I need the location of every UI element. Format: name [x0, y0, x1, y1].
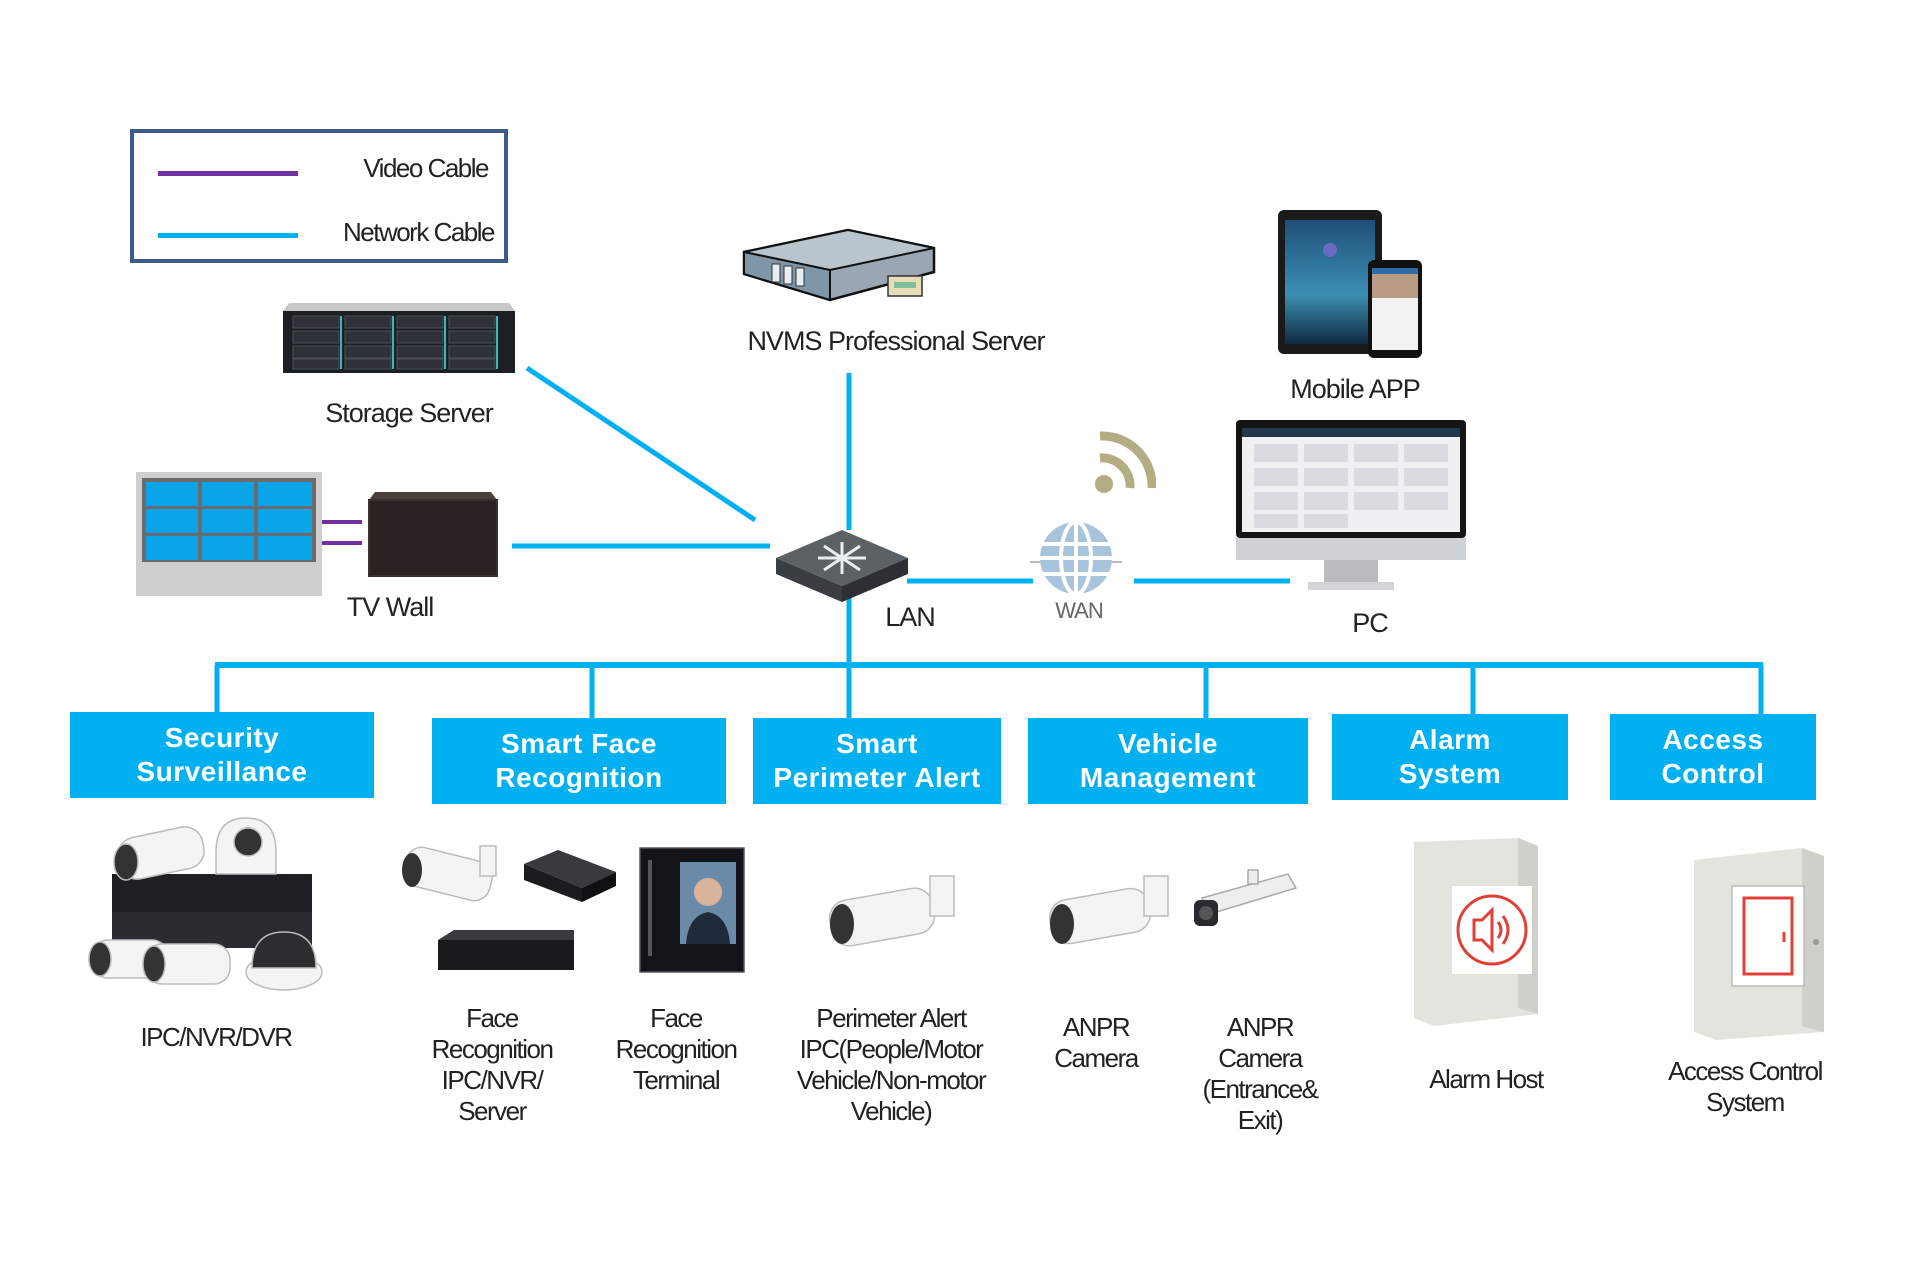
category-title-line2: Management: [1079, 762, 1257, 793]
category-alarm-system: Alarm System: [1332, 714, 1568, 800]
legend: Video Cable Network Cable: [130, 129, 508, 263]
legend-video-label: Video Cable: [363, 153, 489, 183]
face-recognition-terminal-icon: [638, 846, 746, 974]
category-vehicle-management: Vehicle Management: [1028, 718, 1308, 804]
video-cable-swatch: [158, 171, 298, 176]
category-title-line1: Alarm: [1409, 724, 1491, 755]
wan-label: WAN: [1055, 598, 1104, 623]
category-access-control: Access Control: [1610, 714, 1816, 800]
device-label-anpr-entrance-exit: ANPR Camera (Entrance& Exit): [1202, 1012, 1319, 1135]
category-title-line2: Recognition: [495, 762, 663, 793]
category-title-line2: Surveillance: [136, 756, 308, 787]
legend-network-label: Network Cable: [342, 217, 496, 247]
network-cable-swatch: [158, 233, 298, 238]
device-label-access-control-system: Access Control System: [1668, 1056, 1823, 1117]
mobile-app-icon: [1276, 208, 1426, 360]
lan-label: LAN: [885, 602, 936, 632]
category-title-line2: Control: [1661, 758, 1765, 789]
face-recognition-ipc-nvr-server-icon: [398, 840, 624, 970]
nvms-server-label: NVMS Professional Server: [747, 326, 1045, 356]
ipc-nvr-dvr-icon: [86, 812, 326, 998]
category-title-line1: Vehicle: [1117, 728, 1218, 759]
category-title-line1: Access: [1662, 724, 1764, 755]
device-label-alarm-host: Alarm Host: [1429, 1064, 1544, 1094]
mobile-app-label: Mobile APP: [1290, 374, 1421, 404]
perimeter-alert-ipc-icon: [824, 872, 960, 962]
wan-globe-icon: [1030, 518, 1122, 598]
category-smart-perimeter-alert: Smart Perimeter Alert: [753, 718, 1001, 804]
category-security-surveillance: Security Surveillance: [70, 712, 374, 798]
device-label-ipc-nvr-dvr: IPC/NVR/DVR: [140, 1022, 293, 1052]
device-label-face-recognition-ipc: Face Recognition IPC/NVR/ Server: [431, 1003, 554, 1126]
access-control-system-icon: [1690, 846, 1828, 1042]
device-label-perimeter-alert-ipc: Perimeter Alert IPC(People/Motor Vehicle…: [796, 1003, 987, 1126]
pc-label: PC: [1352, 608, 1389, 638]
video-decoder-icon: [365, 490, 501, 578]
storage-server-icon: [279, 297, 519, 377]
tv-wall-label: TV Wall: [346, 592, 435, 622]
nvms-server-icon: [738, 228, 938, 312]
device-label-anpr-camera: ANPR Camera: [1054, 1012, 1139, 1073]
device-label-face-recognition-terminal: Face Recognition Terminal: [615, 1003, 738, 1095]
category-title-line1: Security: [164, 722, 280, 753]
category-title-line2: Perimeter Alert: [773, 762, 981, 793]
pc-monitor-icon: [1234, 418, 1468, 596]
alarm-host-icon: [1410, 836, 1542, 1028]
category-smart-face-recognition: Smart Face Recognition: [432, 718, 726, 804]
category-title-line1: Smart Face: [501, 728, 657, 759]
anpr-entrance-exit-camera-icon: [1188, 868, 1300, 932]
tv-wall-screen-icon: [136, 472, 322, 596]
anpr-camera-icon: [1044, 872, 1176, 958]
category-title-line1: Smart: [836, 728, 918, 759]
wifi-icon: [1090, 430, 1157, 496]
lan-switch-icon: [772, 524, 912, 604]
network-cable-storage: [525, 365, 757, 523]
category-title-line2: System: [1398, 758, 1502, 789]
storage-server-label: Storage Server: [325, 398, 494, 428]
